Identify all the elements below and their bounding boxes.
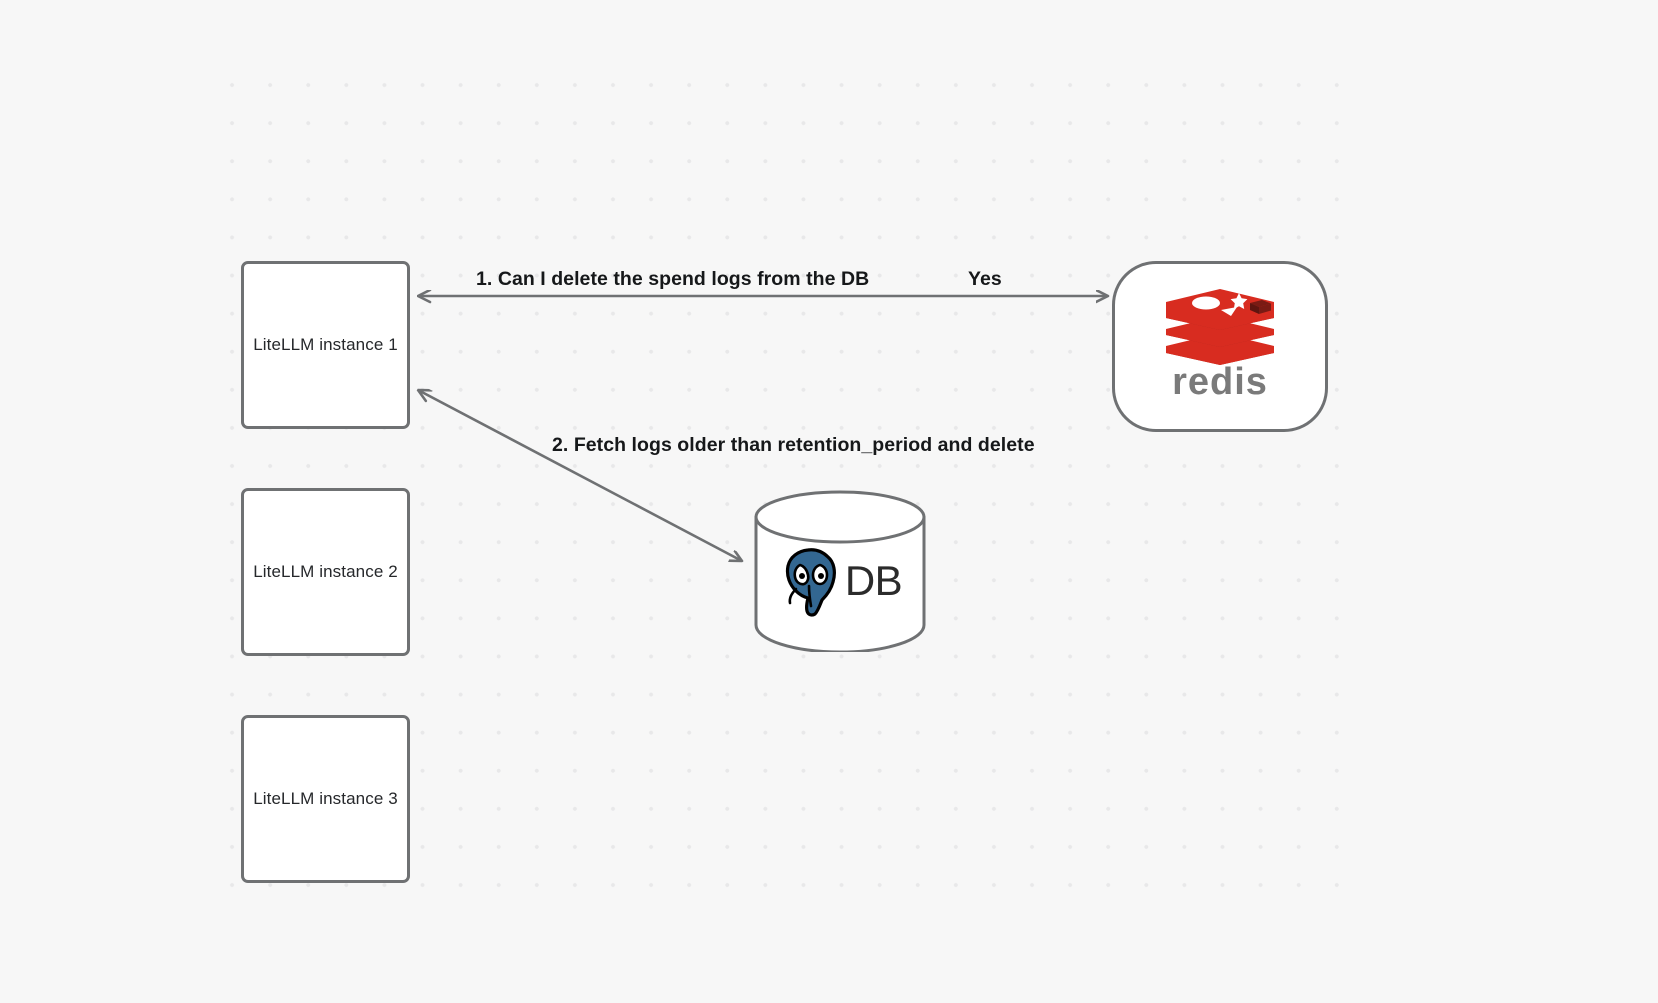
node-litellm-instance-1[interactable]: LiteLLM instance 1: [241, 261, 410, 429]
node-redis[interactable]: redis: [1112, 261, 1328, 432]
database-content: DB: [753, 490, 927, 652]
postgresql-elephant-icon: [785, 548, 836, 617]
node-label: LiteLLM instance 1: [253, 335, 398, 354]
redis-logo: redis: [1159, 288, 1281, 403]
node-litellm-instance-2[interactable]: LiteLLM instance 2: [241, 488, 410, 656]
node-label: LiteLLM instance 3: [253, 789, 398, 808]
edge-label-answer: Yes: [968, 268, 1002, 290]
node-database[interactable]: DB: [753, 490, 927, 652]
edge-label-step-2: 2. Fetch logs older than retention_perio…: [552, 434, 1035, 456]
node-label: LiteLLM instance 2: [253, 562, 398, 581]
svg-text:redis: redis: [1172, 363, 1268, 403]
edge-instance1-db: [418, 390, 742, 561]
redis-wordmark: redis: [1172, 363, 1268, 403]
edge-label-step-1: 1. Can I delete the spend logs from the …: [476, 268, 870, 290]
database-label: DB: [844, 557, 903, 604]
cylinder-shape: [754, 490, 926, 652]
redis-stack-icon: [1166, 288, 1274, 365]
node-litellm-instance-3[interactable]: LiteLLM instance 3: [241, 715, 410, 883]
